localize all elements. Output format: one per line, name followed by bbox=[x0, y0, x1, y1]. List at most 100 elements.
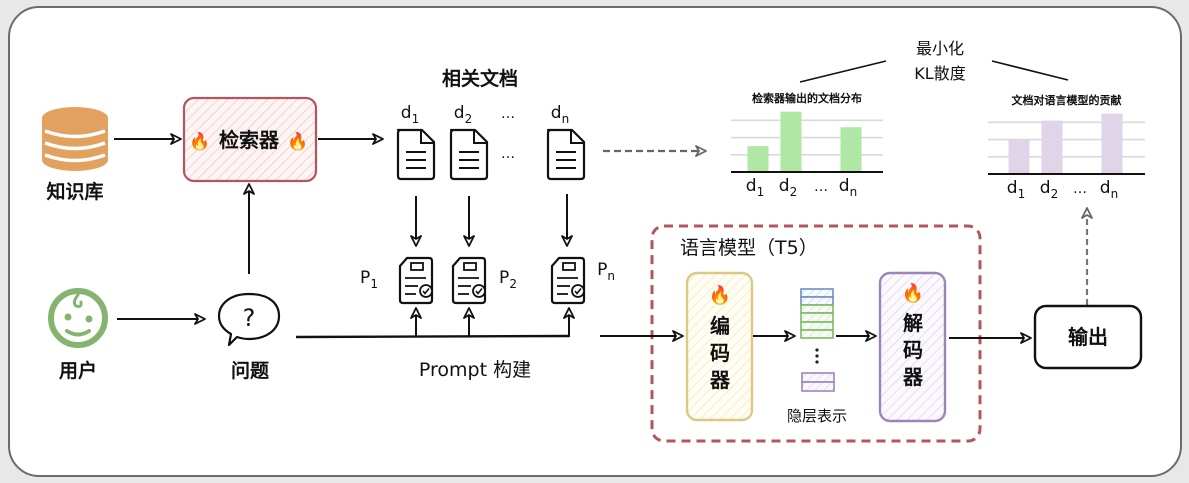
document-icon[interactable] bbox=[396, 128, 436, 181]
kl-connector-right bbox=[991, 60, 1069, 81]
retriever-label: 检索器 bbox=[219, 128, 280, 152]
chart-title: 文档对语言模型的贡献 bbox=[1012, 93, 1122, 107]
prompt-label-n-main: P bbox=[597, 260, 607, 280]
fire-icon: 🔥 bbox=[287, 131, 308, 152]
doc-label-n: dn bbox=[551, 103, 569, 126]
chart-bar-d1 bbox=[1008, 139, 1030, 174]
encoder-char-2: 码 bbox=[710, 341, 730, 365]
knowledge-base-label: 知识库 bbox=[46, 180, 103, 203]
prompt-label-n-subscript: n bbox=[607, 269, 615, 283]
chart-tick-label-n-main: d bbox=[839, 176, 850, 196]
chart-tick-label-n-subscript: n bbox=[850, 185, 858, 199]
database-icon bbox=[42, 107, 108, 171]
chart-tick-label-ellipsis: … bbox=[814, 179, 828, 195]
decoder-box bbox=[878, 271, 947, 423]
language-model-boundary bbox=[650, 224, 982, 443]
doc-label-n-main: d bbox=[551, 103, 562, 123]
kl-connector-left bbox=[799, 60, 887, 83]
knowledge-base-node[interactable]: 知识库 bbox=[42, 107, 108, 203]
doc-label-2-subscript: 2 bbox=[465, 112, 473, 126]
retriever-box bbox=[182, 96, 318, 183]
doc-label-2-main: d bbox=[454, 103, 465, 123]
hidden-representation-label: 隐层表示 bbox=[787, 407, 847, 425]
prompt-label-2-main: P bbox=[499, 268, 509, 288]
chart-tick-label-1-main: d bbox=[746, 176, 757, 196]
decoder-node[interactable]: 🔥 解 码 器 bbox=[878, 271, 947, 423]
question-label: 问题 bbox=[231, 360, 269, 382]
chart-tick-label-1-main: d bbox=[1007, 178, 1018, 198]
prompt-label-1-subscript: 1 bbox=[370, 277, 378, 291]
fire-icon: 🔥 bbox=[709, 284, 731, 306]
prompt-label-2: P2 bbox=[499, 268, 517, 291]
outer-card bbox=[8, 6, 1182, 477]
user-node[interactable]: 用户 bbox=[48, 288, 108, 382]
doc-ellipsis-icon: … bbox=[501, 146, 515, 162]
check-circle-icon bbox=[571, 284, 585, 298]
fire-icon: 🔥 bbox=[902, 282, 924, 304]
user-face-icon bbox=[48, 288, 108, 348]
relevant-docs-title: 相关文档 bbox=[442, 67, 518, 90]
kl-label-line1: 最小化 bbox=[916, 39, 964, 58]
chart-tick-label-n-main: d bbox=[1100, 178, 1111, 198]
doc-ellipsis-label: … bbox=[501, 106, 515, 122]
decoder-char-3: 器 bbox=[902, 365, 924, 389]
prompt-label-1-main: P bbox=[360, 268, 370, 288]
chart-tick-label-2-main: d bbox=[1040, 178, 1051, 198]
chart-bar-d2 bbox=[780, 111, 802, 172]
kl-label-line2: KL散度 bbox=[914, 64, 965, 83]
prompt-label-2-subscript: 2 bbox=[509, 277, 517, 291]
chart-tick-label-2: d2 bbox=[779, 176, 797, 199]
decoder-char-2: 码 bbox=[903, 338, 923, 362]
fire-icon: 🔥 bbox=[189, 131, 210, 152]
chart-bar-dn bbox=[1101, 113, 1123, 174]
encoder-char-1: 编 bbox=[710, 314, 730, 338]
question-mark-glyph: ? bbox=[243, 304, 256, 332]
chart-tick-label-ellipsis: … bbox=[1073, 181, 1087, 197]
encoder-node[interactable]: 🔥 编 码 器 bbox=[685, 271, 754, 422]
decoder-char-1: 解 bbox=[903, 311, 923, 335]
language-model-group: 语言模型（T5） 🔥 编 码 器 隐层表示 🔥 bbox=[650, 224, 982, 443]
doc-label-1-subscript: 1 bbox=[412, 112, 420, 126]
chart-tick-label-n: dn bbox=[839, 176, 857, 199]
check-circle-icon bbox=[472, 284, 486, 298]
chart-tick-label-1: d1 bbox=[746, 176, 764, 199]
encoder-char-3: 器 bbox=[709, 368, 731, 392]
hidden-representation-stack bbox=[800, 288, 835, 392]
doc-label-1: d1 bbox=[401, 103, 419, 126]
chart-title: 检索器输出的文档分布 bbox=[752, 91, 862, 105]
question-node[interactable]: ? 问题 bbox=[217, 292, 281, 382]
doc-label-1-main: d bbox=[401, 103, 412, 123]
chart-bar-d2 bbox=[1041, 120, 1063, 174]
prompt-document-icon[interactable] bbox=[398, 256, 434, 305]
output-label: 输出 bbox=[1068, 325, 1108, 349]
chart-tick-label-n-subscript: n bbox=[1111, 187, 1119, 201]
chart-tick-label-2-subscript: 2 bbox=[1051, 187, 1059, 201]
prompt-document-icon[interactable] bbox=[550, 256, 586, 305]
output-node[interactable]: 输出 bbox=[1033, 304, 1143, 370]
prompt-document-icon[interactable] bbox=[451, 256, 487, 305]
document-icon[interactable] bbox=[449, 128, 489, 181]
chart-tick-label-2: d2 bbox=[1040, 178, 1058, 201]
encoder-box bbox=[685, 271, 754, 422]
user-label: 用户 bbox=[59, 359, 97, 382]
doc-label-n-subscript: n bbox=[562, 112, 570, 126]
doc-label-2: d2 bbox=[454, 103, 472, 126]
speech-bubble-icon: ? bbox=[217, 292, 281, 347]
prompt-build-line bbox=[295, 334, 570, 339]
retriever-node[interactable]: 🔥 检索器 🔥 bbox=[182, 96, 318, 183]
check-circle-icon bbox=[419, 284, 433, 298]
language-model-title: 语言模型（T5） bbox=[680, 237, 818, 259]
chart-tick-label-1-subscript: 1 bbox=[1018, 187, 1026, 201]
output-box bbox=[1033, 304, 1143, 370]
prompt-build-label: Prompt 构建 bbox=[419, 359, 531, 381]
prompt-label-n: Pn bbox=[597, 260, 615, 283]
chart-tick-label-1-subscript: 1 bbox=[757, 185, 765, 199]
document-icon[interactable] bbox=[546, 128, 586, 181]
chart-bar-d1 bbox=[747, 146, 769, 172]
chart-tick-label-n: dn bbox=[1100, 178, 1118, 201]
